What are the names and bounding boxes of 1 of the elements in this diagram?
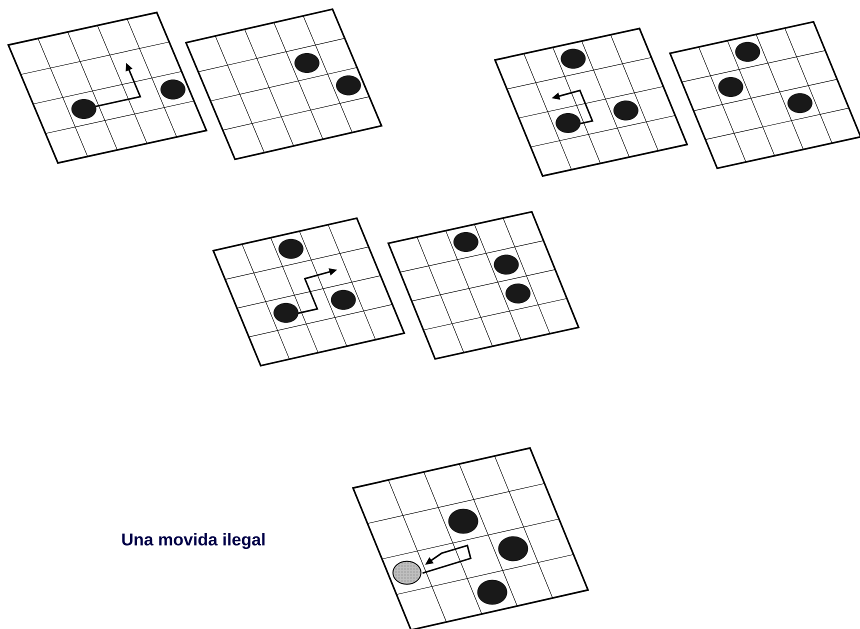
heading: Una movida ilegal [122,533,265,549]
